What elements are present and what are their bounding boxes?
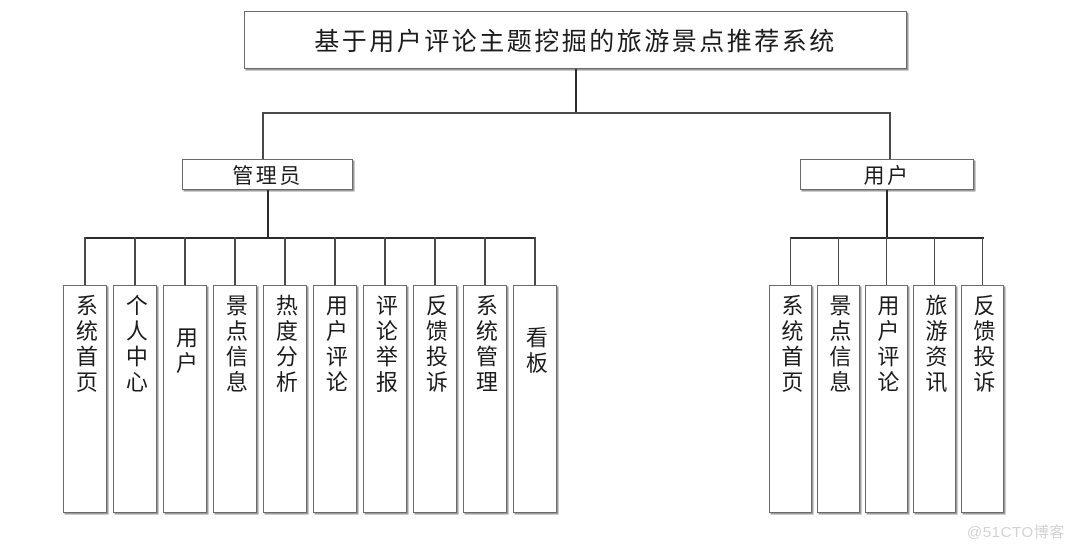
connector-drop-admin-7 — [434, 237, 436, 285]
connector-admin-stem — [267, 190, 269, 238]
module-node-label: 景点信息 — [222, 294, 248, 397]
connector-admin-bus — [86, 237, 536, 239]
module-node-admin-7: 反馈投诉 — [413, 285, 457, 513]
module-node-user-0: 系统首页 — [769, 285, 812, 513]
connector-drop-admin-0 — [84, 237, 86, 285]
role-node-user-label: 用户 — [863, 163, 911, 188]
module-node-user-2: 用户评论 — [865, 285, 908, 513]
connector-drop-admin-9 — [534, 237, 536, 285]
watermark-51cto: @51CTO博客 — [966, 524, 1065, 541]
connector-drop-admin-2 — [184, 237, 186, 285]
module-node-label: 评论举报 — [372, 294, 398, 397]
module-node-label: 用户 — [172, 326, 198, 378]
module-node-admin-0: 系统首页 — [63, 285, 107, 513]
root-node-label: 基于用户评论主题挖掘的旅游景点推荐系统 — [314, 29, 837, 56]
module-node-admin-2: 用户 — [163, 285, 207, 513]
connector-drop-user — [889, 112, 891, 160]
module-node-label: 系统首页 — [72, 294, 98, 397]
module-node-admin-4: 热度分析 — [263, 285, 307, 513]
module-node-label: 看板 — [522, 326, 548, 378]
module-node-admin-8: 系统管理 — [463, 285, 507, 513]
connector-drop-admin-6 — [384, 237, 386, 285]
module-node-admin-1: 个人中心 — [113, 285, 157, 513]
module-node-user-3: 旅游资讯 — [913, 285, 956, 513]
module-node-label: 用户评论 — [874, 294, 900, 397]
connector-drop-admin-3 — [234, 237, 236, 285]
module-node-user-4: 反馈投诉 — [961, 285, 1004, 513]
connector-level1-bus — [262, 112, 891, 114]
connector-drop-admin — [262, 112, 264, 160]
module-node-label: 个人中心 — [122, 294, 148, 397]
connector-drop-admin-8 — [484, 237, 486, 285]
role-node-user: 用户 — [800, 159, 974, 190]
connector-user-bus — [791, 237, 984, 239]
module-node-label: 用户评论 — [322, 294, 348, 397]
connector-drop-user-4 — [981, 237, 984, 285]
connector-drop-user-0 — [789, 237, 792, 285]
role-node-admin-label: 管理员 — [232, 163, 303, 188]
connector-drop-admin-5 — [334, 237, 336, 285]
module-node-user-1: 景点信息 — [817, 285, 860, 513]
module-node-label: 景点信息 — [826, 294, 852, 397]
module-node-admin-9: 看板 — [513, 285, 557, 513]
module-node-label: 热度分析 — [272, 294, 298, 397]
connector-user-stem — [886, 190, 888, 238]
connector-drop-user-3 — [933, 237, 936, 285]
connector-drop-user-2 — [885, 237, 888, 285]
module-node-admin-6: 评论举报 — [363, 285, 407, 513]
connector-drop-admin-1 — [134, 237, 136, 285]
role-node-admin: 管理员 — [182, 159, 353, 190]
module-node-admin-5: 用户评论 — [313, 285, 357, 513]
module-node-label: 反馈投诉 — [422, 294, 448, 397]
connector-drop-admin-4 — [284, 237, 286, 285]
root-node-system-title: 基于用户评论主题挖掘的旅游景点推荐系统 — [244, 11, 907, 69]
connector-drop-user-1 — [837, 237, 840, 285]
module-node-label: 系统管理 — [472, 294, 498, 397]
module-node-label: 反馈投诉 — [970, 294, 996, 397]
connector-root-stem — [575, 69, 577, 113]
module-node-admin-3: 景点信息 — [213, 285, 257, 513]
module-node-label: 旅游资讯 — [922, 294, 948, 397]
module-node-label: 系统首页 — [778, 294, 804, 397]
